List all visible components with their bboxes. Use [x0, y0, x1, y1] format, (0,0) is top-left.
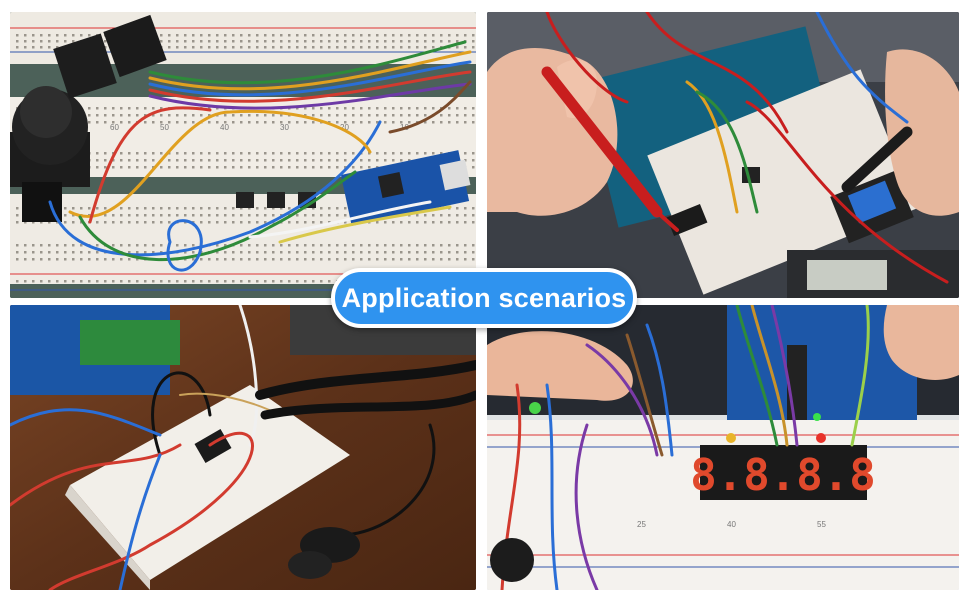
board-number: 25	[637, 520, 646, 529]
multimeter-probing-illustration	[487, 12, 959, 298]
board-number: 20	[340, 123, 349, 132]
photo-breadboard-joystick: 60 50 40 30 20 10	[10, 12, 476, 298]
oscilloscope-probe-illustration	[10, 305, 476, 590]
board-number: 60	[110, 123, 119, 132]
board-number: 40	[220, 123, 229, 132]
board-number: 55	[817, 520, 826, 529]
photo-seven-segment-display: 25 40 55 8.8.8.8	[487, 305, 959, 590]
board-number: 40	[727, 520, 736, 529]
breadboard-joystick-illustration: 60 50 40 30 20 10	[10, 12, 476, 298]
seven-segment-readout: 8.8.8.8	[690, 450, 875, 501]
seven-segment-illustration: 25 40 55 8.8.8.8	[487, 305, 959, 590]
application-scenarios-badge: Application scenarios	[331, 268, 637, 328]
board-number: 30	[280, 123, 289, 132]
photo-oscilloscope-probe	[10, 305, 476, 590]
badge-title: Application scenarios	[341, 282, 627, 313]
photo-multimeter-probing	[487, 12, 959, 298]
board-number: 50	[160, 123, 169, 132]
